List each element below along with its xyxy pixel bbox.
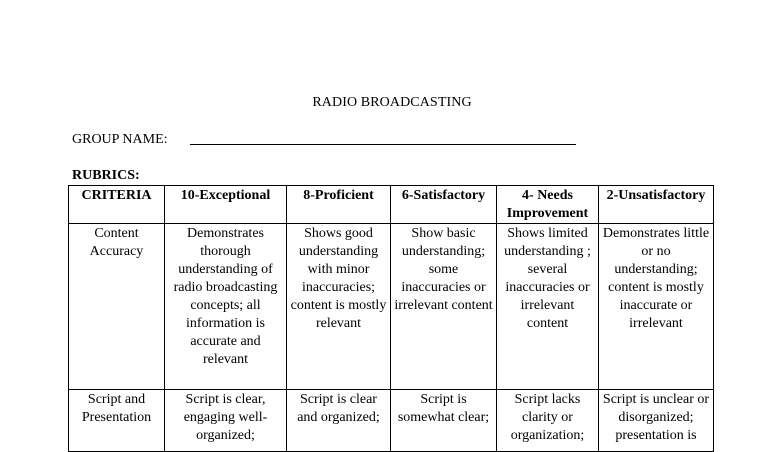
header-exceptional: 10-Exceptional [164,185,287,224]
table-cell: Shows good understanding with minor inac… [286,223,391,390]
criteria-cell: Content Accuracy [68,223,165,390]
rubrics-label: RUBRICS: [72,168,140,183]
header-needs-improvement: 4- Needs Improvement [496,185,599,224]
table-cell: Script is somewhat clear; [390,389,497,452]
table-cell: Script is clear and organized; [286,389,391,452]
table-cell: Script lacks clarity or organization; [496,389,599,452]
group-name-label: GROUP NAME: [72,132,168,147]
table-cell: Demonstrates little or no understanding;… [598,223,714,390]
criteria-cell: Script and Presentation [68,389,165,452]
group-name-underline-short [190,144,224,145]
table-cell: Shows limited understanding ; several in… [496,223,599,390]
header-satisfactory: 6-Satisfactory [390,185,497,224]
header-unsatisfactory: 2-Unsatisfactory [598,185,714,224]
table-cell: Script is clear, engaging well-organized… [164,389,287,452]
table-header-row: CRITERIA 10-Exceptional 8-Proficient 6-S… [68,185,714,224]
rubric-table: CRITERIA 10-Exceptional 8-Proficient 6-S… [68,185,714,452]
header-criteria: CRITERIA [68,185,165,224]
header-proficient: 8-Proficient [286,185,391,224]
table-row: Content Accuracy Demonstrates thorough u… [68,223,714,390]
document-title: RADIO BROADCASTING [312,95,472,110]
table-row: Script and Presentation Script is clear,… [68,389,714,452]
table-cell: Show basic understanding; some inaccurac… [390,223,497,390]
table-cell: Demonstrates thorough understanding of r… [164,223,287,390]
table-cell: Script is unclear or disorganized; prese… [598,389,714,452]
group-name-underline-long [224,144,576,145]
